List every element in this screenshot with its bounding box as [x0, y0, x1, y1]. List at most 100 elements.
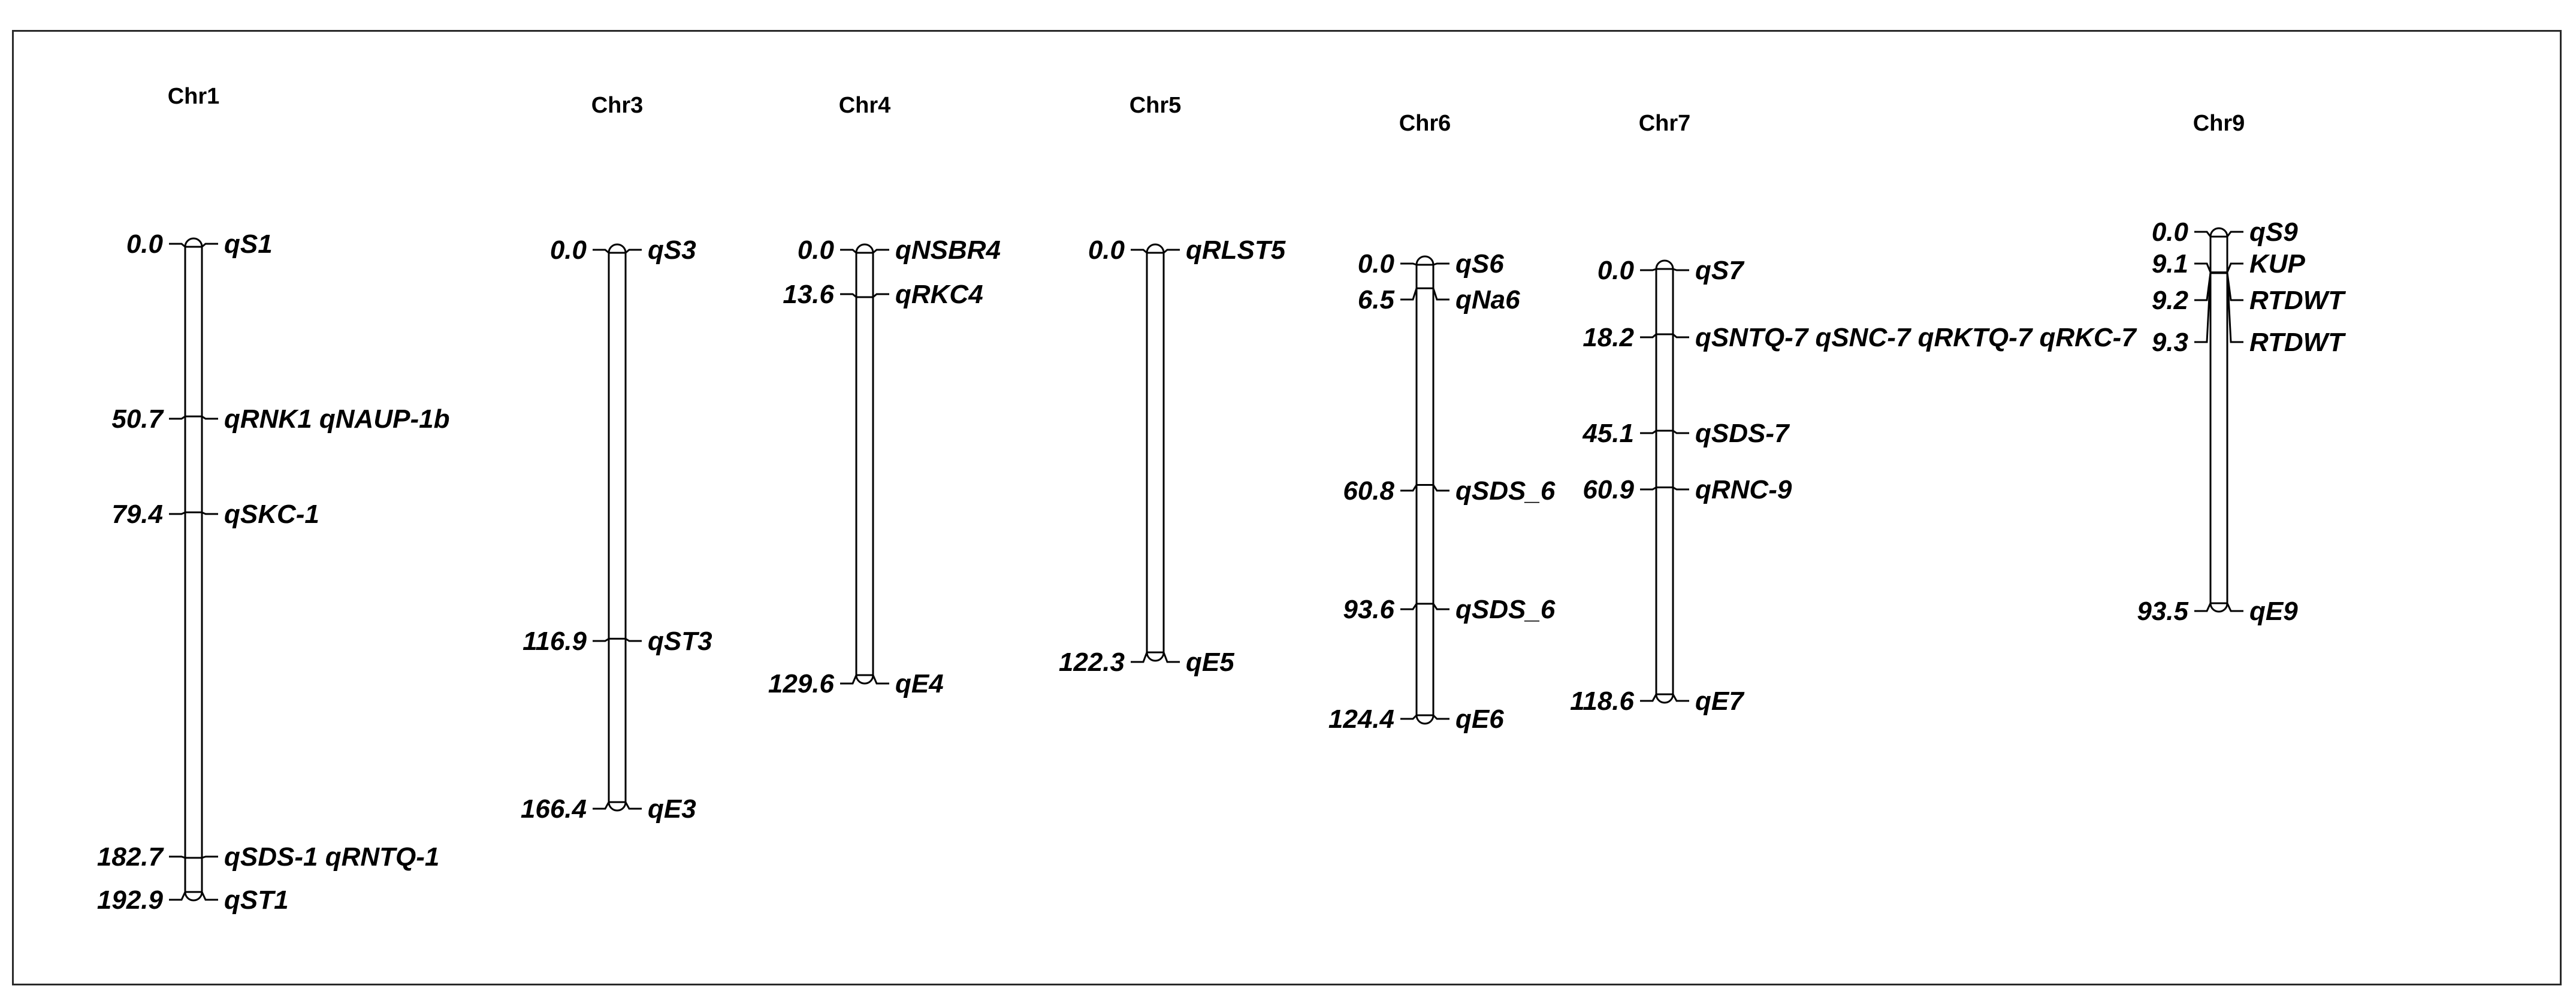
marker-connector: [201, 243, 218, 248]
chromosome-title: Chr7: [1639, 111, 1691, 136]
qtl-label: qSKC-1: [224, 500, 319, 529]
qtl-label: qST3: [648, 627, 712, 656]
marker-connector: [1640, 486, 1657, 491]
position-label: 182.7: [97, 842, 165, 872]
qtl-label: qRKC4: [895, 280, 983, 309]
marker-connector: [1672, 486, 1689, 491]
chromosome-bar: [608, 243, 627, 812]
qtl-label: qS6: [1455, 249, 1504, 279]
marker-connector: [2194, 603, 2212, 612]
marker-connector: [1640, 430, 1657, 434]
qtl-label: qS9: [2249, 217, 2298, 247]
marker-connector: [201, 855, 218, 859]
position-label: 9.1: [2152, 249, 2188, 279]
qtl-label: qRLST5: [1186, 235, 1286, 265]
marker-connector: [2226, 273, 2243, 343]
position-label: 60.9: [1583, 475, 1634, 504]
position-label: 124.4: [1328, 704, 1394, 734]
marker-connector: [169, 855, 186, 859]
qtl-label: qST1: [224, 885, 289, 915]
marker-connector: [872, 675, 889, 685]
marker-connector: [201, 511, 218, 515]
chromosome-title: Chr3: [591, 93, 644, 118]
marker-connector: [872, 249, 889, 254]
chromosome-bar: [855, 243, 874, 685]
marker-connector: [593, 637, 609, 642]
chromosome-title: Chr5: [1130, 93, 1182, 118]
position-label: 0.0: [550, 235, 587, 265]
position-label: 0.0: [1358, 249, 1395, 279]
qtl-label: KUP: [2249, 249, 2306, 279]
marker-connector: [593, 249, 609, 254]
qtl-label: qS1: [224, 229, 273, 259]
position-label: 192.9: [97, 885, 164, 915]
chromosome-title: Chr1: [168, 84, 220, 109]
position-label: 6.5: [1358, 285, 1395, 314]
position-label: 0.0: [2152, 217, 2189, 247]
marker-connector: [169, 511, 186, 515]
qtl-label: qNSBR4: [895, 235, 1001, 265]
marker-connector: [2226, 273, 2243, 301]
marker-connector: [593, 802, 610, 810]
position-label: 45.1: [1582, 419, 1634, 448]
marker-connector: [625, 249, 642, 254]
position-label: 166.4: [521, 794, 587, 824]
marker-connector: [1672, 268, 1689, 271]
position-label: 9.3: [2152, 328, 2188, 357]
qtl-label: qNa6: [1455, 285, 1520, 314]
marker-connector: [624, 802, 642, 810]
marker-connector: [625, 637, 642, 642]
marker-connector: [840, 675, 857, 685]
qtl-label: qS3: [648, 235, 696, 265]
position-label: 93.5: [2137, 597, 2188, 626]
marker-connector: [1672, 694, 1689, 702]
qtl-label: qSNTQ-7 qSNC-7 qRKTQ-7 qRKC-7: [1695, 323, 2137, 352]
marker-connector: [1400, 714, 1418, 720]
marker-connector: [2226, 262, 2243, 273]
marker-connector: [1672, 333, 1689, 338]
qtl-label: qRNK1 qNAUP-1b: [224, 404, 449, 434]
qtl-label: qSDS_6: [1455, 595, 1556, 624]
position-label: 118.6: [1570, 686, 1634, 716]
marker-connector: [2194, 273, 2212, 343]
marker-connector: [2194, 273, 2212, 301]
marker-connector: [169, 891, 186, 901]
marker-connector: [1640, 333, 1657, 338]
position-label: 122.3: [1059, 648, 1125, 677]
qtl-label: qE6: [1455, 704, 1504, 734]
marker-connector: [1672, 430, 1689, 434]
marker-connector: [201, 415, 218, 420]
marker-connector: [1432, 603, 1449, 610]
marker-connector: [1163, 249, 1180, 254]
marker-connector: [1400, 603, 1418, 610]
marker-connector: [201, 891, 218, 901]
qtl-label: qE9: [2249, 597, 2298, 626]
position-label: 129.6: [768, 669, 835, 698]
position-label: 116.9: [523, 627, 587, 656]
qtl-label: RTDWT: [2249, 328, 2346, 357]
qtl-label: qE5: [1186, 648, 1234, 677]
qtl-label: qE7: [1695, 686, 1745, 716]
position-label: 0.0: [1088, 235, 1125, 265]
marker-connector: [1131, 249, 1147, 254]
marker-connector: [169, 243, 186, 248]
marker-connector: [1640, 268, 1657, 271]
position-label: 9.2: [2152, 286, 2189, 315]
qtl-label: qSDS-7: [1695, 419, 1790, 448]
linkage-map: Chr1 0.0 qS1 50.7 qRNK1 qNAUP-1b 79.4 qSKC-1 18…: [97, 84, 2346, 915]
qtl-label: qS7: [1695, 256, 1745, 285]
marker-connector: [2226, 231, 2243, 237]
marker-connector: [1640, 694, 1657, 702]
chromosome-title: Chr6: [1399, 111, 1451, 136]
position-label: 79.4: [111, 500, 163, 529]
marker-connector: [2226, 603, 2243, 612]
chromosome-bar: [2209, 227, 2228, 613]
position-label: 18.2: [1583, 323, 1634, 352]
chromosome-title: Chr4: [839, 93, 891, 118]
position-label: 50.7: [111, 404, 164, 434]
position-label: 93.6: [1343, 595, 1394, 624]
marker-connector: [1432, 288, 1449, 301]
position-label: 0.0: [1597, 256, 1635, 285]
qtl-label: qSDS_6: [1455, 476, 1556, 506]
marker-connector: [840, 249, 857, 254]
